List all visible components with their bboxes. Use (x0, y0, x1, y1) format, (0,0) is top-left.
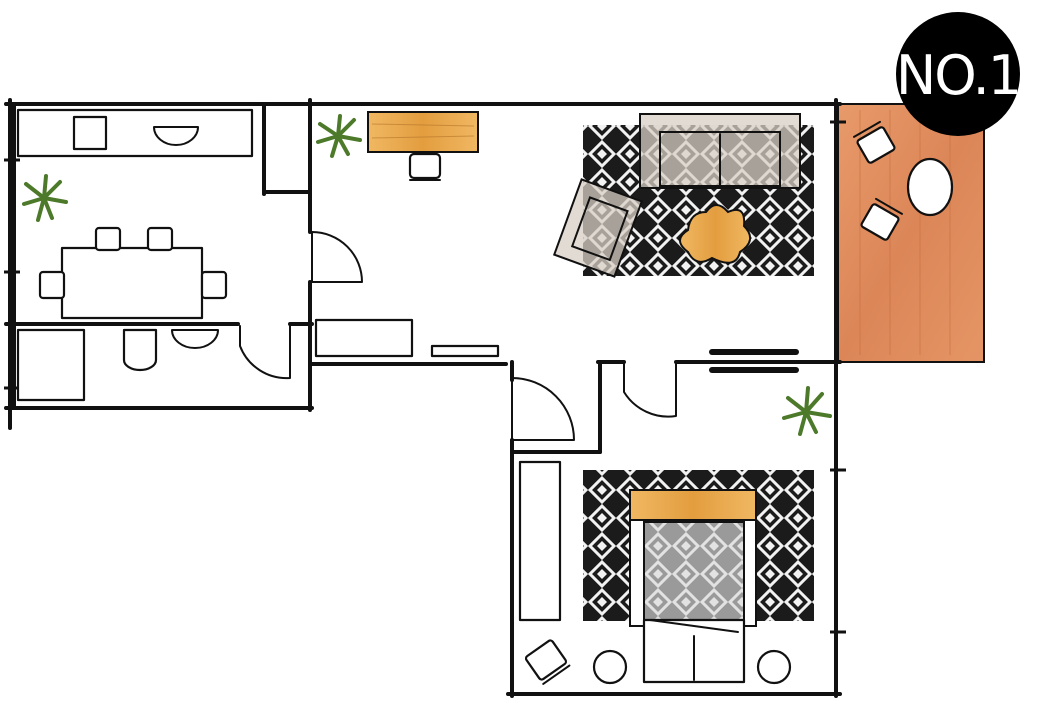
sheepskin-rug-icon (679, 204, 751, 264)
chair-icon (408, 152, 442, 181)
chair-icon (38, 226, 228, 300)
shoe-rack (430, 344, 500, 358)
chair-icon (524, 639, 571, 685)
number-badge: NO.1 (896, 12, 1022, 136)
plant-icon (782, 386, 832, 436)
bedroom (518, 460, 792, 685)
toilet-icon (122, 328, 158, 372)
sink-icon (171, 329, 219, 349)
balcony (837, 103, 985, 363)
bathroom (16, 328, 219, 402)
walls (4, 98, 846, 698)
kitchen-counter (16, 108, 254, 158)
sofa (639, 113, 801, 189)
door-swing-icon (623, 363, 677, 418)
sink-icon (153, 126, 199, 146)
balcony-chair-top (853, 120, 896, 164)
living-room (552, 113, 801, 373)
dining-table (60, 246, 204, 320)
balcony-round-table (906, 157, 954, 217)
door-swing-icon (511, 377, 575, 441)
bed-blanket (643, 521, 745, 625)
badge-label: NO.1 (896, 44, 1020, 107)
nightstand-left (592, 649, 628, 685)
balcony-chair-bottom (860, 197, 903, 241)
dining-kitchen (16, 108, 254, 320)
armchair (552, 178, 644, 278)
hallway (314, 111, 500, 358)
desk (367, 111, 479, 153)
wardrobe (518, 460, 562, 622)
door-swing-icon (239, 325, 291, 380)
bathtub (16, 328, 86, 402)
nightstand-right (756, 649, 792, 685)
plant-icon (316, 114, 362, 158)
kitchen-stove (72, 115, 108, 151)
plant-icon (22, 174, 68, 222)
bed-headboard (629, 489, 757, 521)
hall-bench (314, 318, 414, 358)
door-swing-icon (311, 231, 363, 283)
